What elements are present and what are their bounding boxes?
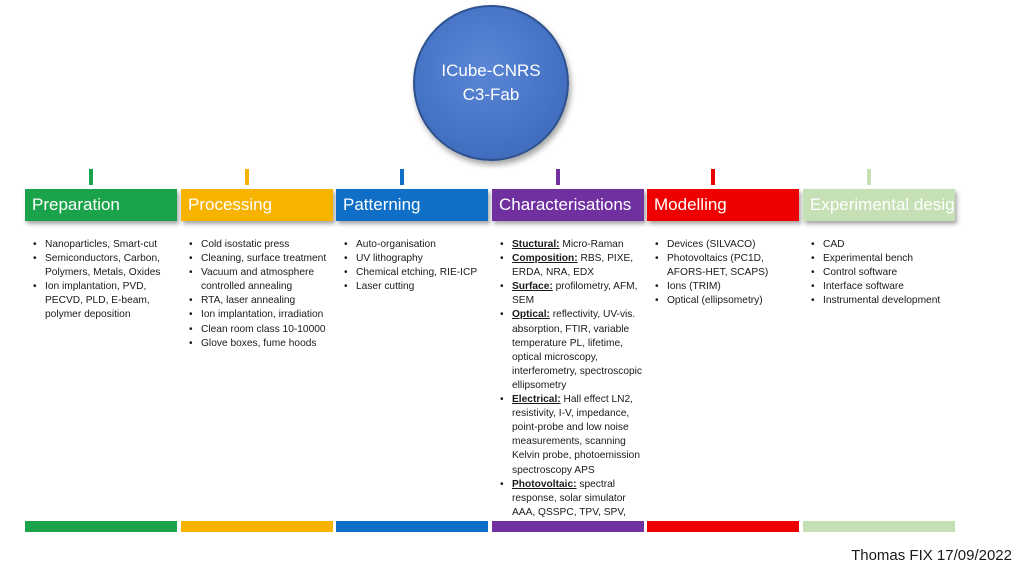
footer-bar-preparation xyxy=(25,521,177,532)
item-text: RBS, PIXE, ERDA, NRA, EDX xyxy=(512,253,634,279)
list-item: Surface: profilometry, AFM, SEM xyxy=(500,280,646,308)
item-text: profilometry, AFM, SEM xyxy=(512,281,638,307)
list-patterning: Auto-organisation UV lithographyChemical … xyxy=(338,238,490,294)
list-item: Instrumental development xyxy=(811,294,957,308)
center-line-2: C3-Fab xyxy=(462,85,520,104)
list-item: Stuctural: Micro-Raman xyxy=(500,238,646,252)
list-processing: Cold isostatic pressCleaning, surface tr… xyxy=(183,238,335,351)
list-item: Laser cutting xyxy=(344,280,490,294)
list-item: Electrical: Hall effect LN2, resistivity… xyxy=(500,393,646,478)
item-text: Interface software xyxy=(823,281,904,293)
item-text: CAD xyxy=(823,239,845,250)
item-label: Electrical: xyxy=(512,394,561,406)
footer-bar-processing xyxy=(181,521,333,532)
list-experimental-design: CAD Experimental benchControl softwareInt… xyxy=(805,238,957,309)
item-text: Instrumental development xyxy=(823,295,941,307)
list-item: Chemical etching, RIE-ICP xyxy=(344,266,490,280)
list-item: CAD xyxy=(811,238,957,252)
footer-bar-experimental-design xyxy=(803,521,955,532)
item-label: Optical: xyxy=(512,309,550,321)
list-preparation: Nanoparticles, Smart-cutSemiconductors, … xyxy=(27,238,179,323)
item-text: Ion implantation, PVD, PECVD, PLD, E-bea… xyxy=(45,281,150,321)
list-item: Glove boxes, fume hoods xyxy=(189,337,335,351)
list-modelling: Devices (SILVACO) Photovoltaics (PC1D, AF… xyxy=(649,238,801,309)
item-text: reflectivity, UV-vis. absorption, FTIR, … xyxy=(512,309,643,391)
item-text: Glove boxes, fume hoods xyxy=(201,337,317,349)
item-text: UV lithography xyxy=(356,253,423,265)
connector-tick-processing xyxy=(245,169,249,185)
list-item: Ion implantation, irradiation xyxy=(189,308,335,322)
item-text: Experimental bench xyxy=(823,253,914,265)
list-item: Optical (ellipsometry) xyxy=(655,294,801,308)
list-item: Photovoltaics (PC1D, AFORS-HET, SCAPS) xyxy=(655,252,801,280)
item-text: Optical (ellipsometry) xyxy=(667,295,763,307)
item-label: Stuctural: xyxy=(512,239,560,250)
item-label: Surface: xyxy=(512,281,553,293)
list-item: RTA, laser annealing xyxy=(189,294,335,308)
item-text: Laser cutting xyxy=(356,281,415,293)
item-text: Hall effect LN2, resistivity, I-V, imped… xyxy=(512,394,640,476)
center-line-1: ICube-CNRS xyxy=(441,61,541,80)
item-text: Cold isostatic press xyxy=(201,239,290,250)
footer-bar-modelling xyxy=(647,521,799,532)
center-node: ICube-CNRS C3-Fab xyxy=(413,5,569,161)
item-text: Ions (TRIM) xyxy=(667,281,721,293)
header-modelling: Modelling xyxy=(647,189,799,221)
item-text: Ion implantation, irradiation xyxy=(201,309,324,321)
connector-tick-patterning xyxy=(400,169,404,185)
header-experimental-design: Experimental design xyxy=(803,189,955,221)
list-item: Auto-organisation xyxy=(344,238,490,252)
list-item: Ion implantation, PVD, PECVD, PLD, E-bea… xyxy=(33,280,179,322)
item-text: Chemical etching, RIE-ICP xyxy=(356,267,478,279)
list-item: Interface software xyxy=(811,280,957,294)
item-label: Composition: xyxy=(512,253,578,265)
list-item: Semiconductors, Carbon, Polymers, Metals… xyxy=(33,252,179,280)
connector-tick-preparation xyxy=(89,169,93,185)
item-text: Cleaning, surface treatment xyxy=(201,253,327,265)
connector-tick-characterisations xyxy=(556,169,560,185)
header-processing: Processing xyxy=(181,189,333,221)
item-text: RTA, laser annealing xyxy=(201,295,296,307)
item-text: Micro-Raman xyxy=(559,239,624,250)
list-item: Clean room class 10-10000 xyxy=(189,323,335,337)
item-text: Vacuum and atmosphere controlled anneali… xyxy=(201,267,315,293)
footer-bar-characterisations xyxy=(492,521,644,532)
item-text: Nanoparticles, Smart-cut xyxy=(45,239,158,250)
item-text: Clean room class 10-10000 xyxy=(201,323,326,335)
item-text: Control software xyxy=(823,267,898,279)
list-item: Devices (SILVACO) xyxy=(655,238,801,252)
connector-tick-modelling xyxy=(711,169,715,185)
item-text: Photovoltaics (PC1D, AFORS-HET, SCAPS) xyxy=(667,253,769,279)
header-characterisations: Characterisations xyxy=(492,189,644,221)
item-text: Devices (SILVACO) xyxy=(667,239,756,250)
list-item: Control software xyxy=(811,266,957,280)
list-item: Experimental bench xyxy=(811,252,957,266)
item-text: Auto-organisation xyxy=(356,239,436,250)
list-item: Optical: reflectivity, UV-vis. absorptio… xyxy=(500,308,646,393)
item-text: Semiconductors, Carbon, Polymers, Metals… xyxy=(45,253,161,279)
list-characterisations: Stuctural: Micro-RamanComposition: RBS, … xyxy=(494,238,646,534)
list-item: Vacuum and atmosphere controlled anneali… xyxy=(189,266,335,294)
list-item: Cleaning, surface treatment xyxy=(189,252,335,266)
list-item: Composition: RBS, PIXE, ERDA, NRA, EDX xyxy=(500,252,646,280)
header-patterning: Patterning xyxy=(336,189,488,221)
list-item: UV lithography xyxy=(344,252,490,266)
item-label: Photovoltaic: xyxy=(512,478,577,490)
list-item: Cold isostatic press xyxy=(189,238,335,252)
footer-bar-patterning xyxy=(336,521,488,532)
list-item: Nanoparticles, Smart-cut xyxy=(33,238,179,252)
footer-credit: Thomas FIX 17/09/2022 xyxy=(851,547,1012,564)
header-preparation: Preparation xyxy=(25,189,177,221)
list-item: Ions (TRIM) xyxy=(655,280,801,294)
connector-tick-experimental-design xyxy=(867,169,871,185)
